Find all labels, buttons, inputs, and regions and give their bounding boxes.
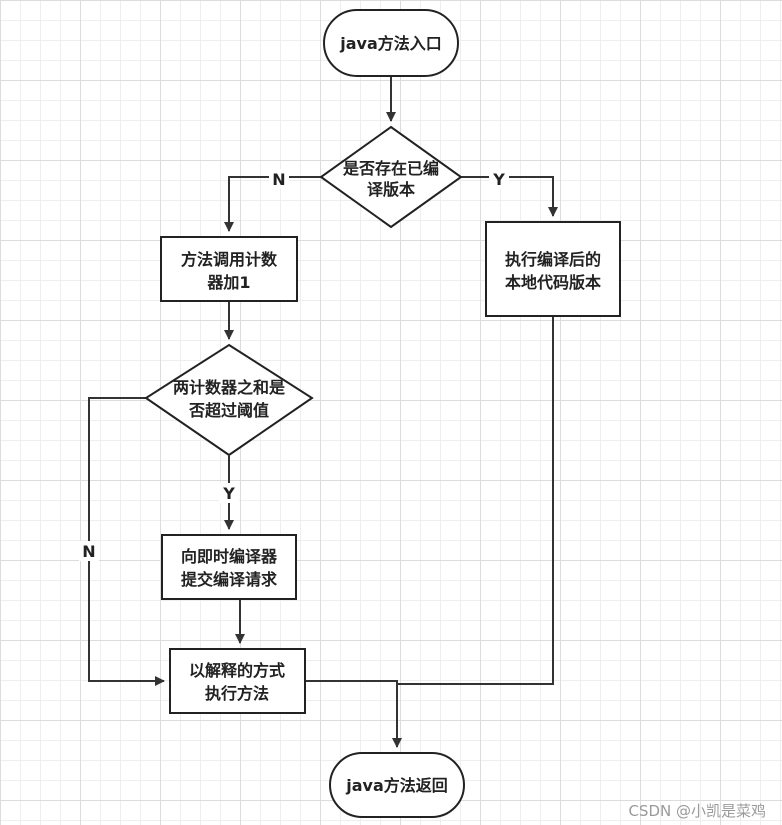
label-backing (79, 541, 99, 561)
process-shape (160, 236, 298, 302)
node-native: 执行编译后的 本地代码版本 (485, 221, 621, 317)
node-start: java方法入口 (323, 9, 459, 77)
process-shape (485, 221, 621, 317)
label-backing (219, 483, 239, 503)
node-counter-line2: 器加1 (206, 273, 250, 292)
node-counter: 方法调用计数 器加1 (160, 236, 298, 302)
edge-decision2-no (88, 397, 165, 686)
node-decision1-line1: 是否存在已编 (342, 159, 439, 178)
process-shape (169, 648, 306, 714)
process-shape (161, 534, 297, 600)
edge-decision1-no (224, 176, 321, 232)
node-interpret-line1: 以解释的方式 (189, 661, 285, 680)
terminal-shape (329, 752, 465, 818)
label-backing (489, 169, 509, 189)
node-end: java方法返回 (329, 752, 465, 818)
node-decision1-line2: 译版本 (367, 180, 415, 199)
watermark: CSDN @小凯是菜鸡 (628, 802, 766, 820)
node-decision1: 是否存在已编 译版本 (319, 125, 463, 229)
node-decision2-line1: 两计数器之和是 (173, 378, 285, 397)
edge-labels: N Y Y N (79, 169, 509, 561)
node-interpret: 以解释的方式 执行方法 (169, 648, 306, 714)
node-counter-line1: 方法调用计数 (181, 250, 278, 269)
edge-native-to-end (397, 316, 554, 685)
edge-interpret-to-end (305, 680, 402, 748)
terminal-shape (323, 9, 459, 77)
node-submit: 向即时编译器 提交编译请求 (161, 534, 297, 600)
node-decision2: 两计数器之和是 否超过阈值 (144, 343, 314, 457)
node-submit-line1: 向即时编译器 (181, 547, 278, 566)
decision-shape (319, 125, 463, 229)
edge-label-d1-yes: Y (492, 170, 505, 189)
node-decision2-line2: 否超过阈值 (188, 401, 269, 420)
decision-shape (144, 343, 314, 457)
node-submit-line2: 提交编译请求 (181, 570, 278, 589)
node-interpret-line2: 执行方法 (205, 684, 269, 703)
node-native-line2: 本地代码版本 (505, 273, 601, 292)
label-backing (269, 169, 289, 189)
node-native-line1: 执行编译后的 (505, 250, 601, 269)
edge-label-d2-no: N (82, 542, 95, 561)
node-start-label: java方法入口 (339, 34, 442, 53)
edge-label-d1-no: N (272, 170, 285, 189)
edge-label-d2-yes: Y (222, 484, 235, 503)
node-end-label: java方法返回 (345, 776, 448, 795)
